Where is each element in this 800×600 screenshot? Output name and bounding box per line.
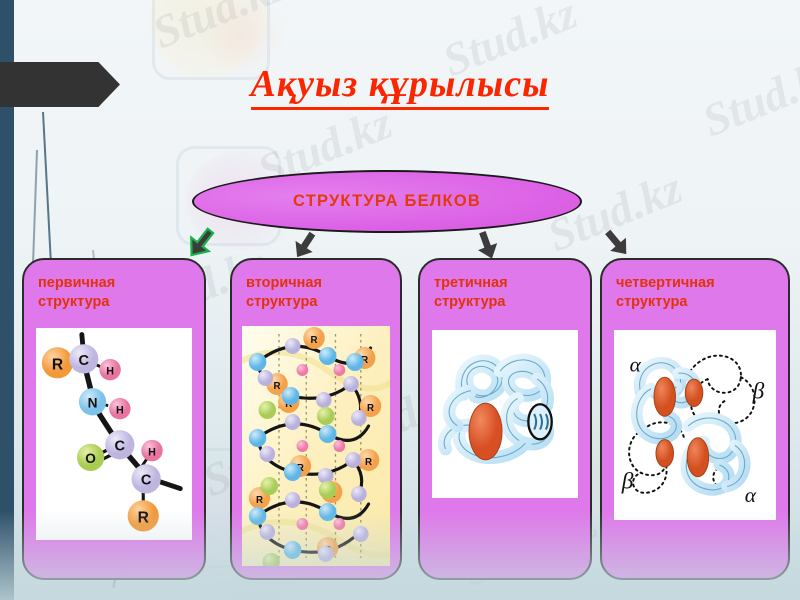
svg-text:O: O bbox=[85, 451, 96, 466]
card-secondary-structure[interactable]: вторичная структура bbox=[230, 258, 402, 580]
card-primary-title-line1: первичная bbox=[38, 275, 116, 291]
figure-primary-structure: R C H N H C O H C R bbox=[36, 328, 192, 540]
svg-text:R: R bbox=[361, 355, 368, 366]
svg-text:R: R bbox=[138, 510, 149, 527]
label-beta-left: β bbox=[621, 468, 634, 494]
arrow-to-primary bbox=[184, 226, 218, 260]
card-primary-title-line2: структура bbox=[38, 293, 110, 310]
svg-text:R: R bbox=[367, 403, 374, 414]
central-node-structure-of-proteins[interactable]: СТРУКТУРА БЕЛКОВ bbox=[192, 170, 582, 233]
page-title: Ақуыз құрылысы bbox=[0, 62, 800, 110]
svg-text:R: R bbox=[274, 381, 281, 392]
card-tertiary-title: третичная структура bbox=[420, 260, 590, 311]
svg-text:H: H bbox=[106, 366, 114, 378]
card-quaternary-structure[interactable]: четвертичная структура bbox=[600, 258, 790, 580]
banner-arrow-shape bbox=[0, 62, 120, 107]
svg-text:C: C bbox=[141, 473, 152, 489]
svg-text:C: C bbox=[115, 439, 126, 455]
card-quaternary-title-line2: структура bbox=[616, 293, 688, 310]
arrow-to-tertiary bbox=[470, 228, 504, 262]
card-tertiary-structure[interactable]: третичная структура bbox=[418, 258, 592, 580]
figure-tertiary-structure bbox=[432, 330, 578, 498]
figure-quaternary-structure: α β β α bbox=[614, 330, 776, 520]
card-quaternary-title: четвертичная структура bbox=[602, 260, 788, 311]
svg-text:R: R bbox=[365, 457, 372, 468]
svg-text:H: H bbox=[116, 405, 124, 417]
svg-text:H: H bbox=[148, 446, 156, 458]
card-secondary-title-line1: вторичная bbox=[246, 275, 322, 291]
central-node-label: СТРУКТУРА БЕЛКОВ bbox=[293, 192, 481, 210]
figure-secondary-structure: R R R R R R R R R bbox=[242, 326, 390, 566]
card-quaternary-title-line1: четвертичная bbox=[616, 275, 715, 291]
card-secondary-title-line2: структура bbox=[246, 293, 318, 310]
card-primary-title: первичная структура bbox=[24, 260, 204, 311]
svg-text:N: N bbox=[88, 396, 98, 411]
arrow-to-quaternary bbox=[600, 226, 634, 260]
card-primary-structure[interactable]: первичная структура bbox=[22, 258, 206, 580]
arrow-to-secondary bbox=[288, 228, 322, 262]
label-alpha-top: α bbox=[630, 352, 642, 376]
decorative-frame bbox=[152, 0, 270, 80]
label-beta-right: β bbox=[752, 379, 765, 405]
left-edge-stripe bbox=[0, 0, 14, 600]
svg-text:R: R bbox=[256, 495, 263, 506]
page-title-text: Ақуыз құрылысы bbox=[250, 63, 550, 110]
label-alpha-bottom: α bbox=[745, 483, 757, 507]
decorative-blob bbox=[196, 0, 286, 80]
card-secondary-title: вторичная структура bbox=[232, 260, 400, 311]
card-tertiary-title-line1: третичная bbox=[434, 275, 508, 291]
svg-text:R: R bbox=[52, 357, 63, 374]
svg-text:C: C bbox=[78, 353, 89, 369]
svg-text:R: R bbox=[311, 335, 318, 346]
card-tertiary-title-line2: структура bbox=[434, 293, 506, 310]
